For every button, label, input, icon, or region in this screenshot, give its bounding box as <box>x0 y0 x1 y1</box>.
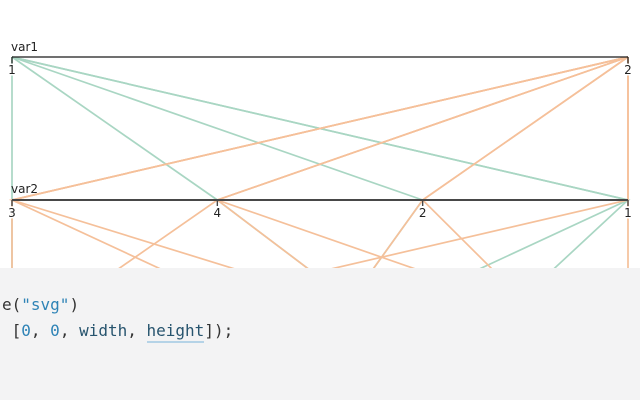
code-token: ) <box>69 295 80 314</box>
code-token: [ <box>2 321 22 340</box>
var2-tick-label: 1 <box>624 206 632 220</box>
code-token: ]); <box>204 321 234 340</box>
code-token: 0 <box>50 321 60 340</box>
code-token: width <box>79 321 128 340</box>
parallel-line-orange <box>421 56 629 268</box>
parallel-line-orange <box>215 56 629 268</box>
var2-tick-label: 4 <box>214 206 222 220</box>
code-line-2[interactable]: [0, 0, width, height]); <box>2 318 640 344</box>
code-token: 0 <box>21 321 31 340</box>
var2-tick-label: 2 <box>419 206 427 220</box>
parallel-line-orange <box>214 56 629 268</box>
code-line-1[interactable]: e("svg") <box>2 292 640 318</box>
parallel-coordinates-chart: 1 2 var1 3 4 2 1 var2 <box>7 40 633 268</box>
chart-canvas: 1 2 var1 3 4 2 1 var2 <box>7 40 633 268</box>
parallel-line-green <box>11 56 425 268</box>
code-token: , <box>127 321 147 340</box>
var1-tick-label: 1 <box>8 63 16 77</box>
var2-tick-label: 3 <box>8 206 16 220</box>
code-token: "svg" <box>21 295 70 314</box>
code-token-reference-link[interactable]: height <box>146 321 205 343</box>
code-token: , <box>59 321 80 340</box>
code-token: , <box>30 321 51 340</box>
code-token: e( <box>2 295 22 314</box>
var1-tick-label: 2 <box>624 63 632 77</box>
var2-axis-title: var2 <box>11 182 38 196</box>
var1-axis-title: var1 <box>11 40 38 54</box>
code-editor-panel[interactable]: e("svg") [0, 0, width, height]); <box>0 268 640 400</box>
parallel-line-green <box>11 56 309 268</box>
